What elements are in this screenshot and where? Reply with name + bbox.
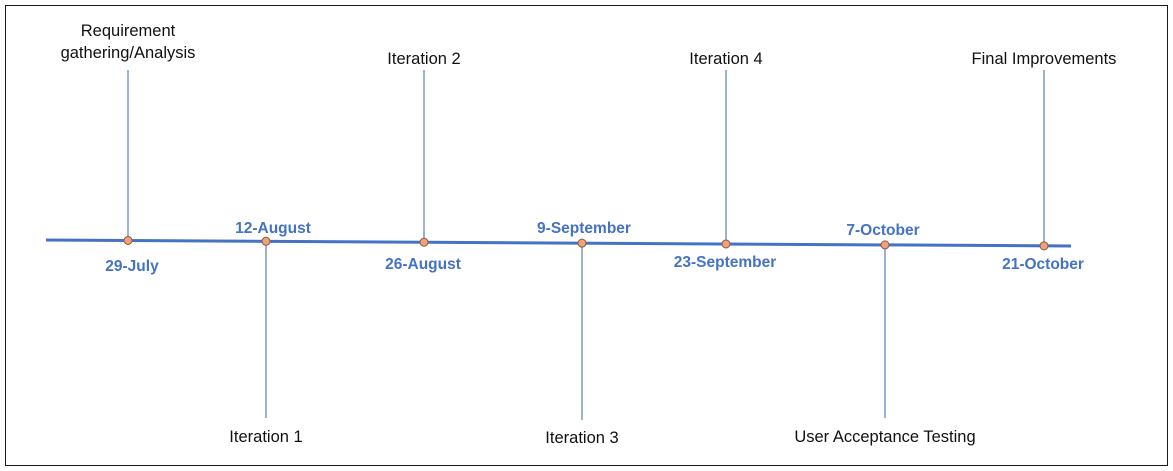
milestone-label-line: Iteration 4 bbox=[689, 50, 762, 68]
milestone-label-line: Iteration 1 bbox=[229, 428, 302, 446]
milestone-date: 7-October bbox=[846, 222, 919, 239]
milestone-label: Iteration 3 bbox=[545, 429, 618, 447]
milestone-label-line: User Acceptance Testing bbox=[794, 428, 975, 446]
milestone-marker bbox=[419, 237, 429, 247]
timeline-axis bbox=[45, 238, 1072, 248]
milestone-label: Final Improvements bbox=[972, 50, 1117, 68]
milestone-marker bbox=[577, 238, 587, 248]
milestone-date: 21-October bbox=[1002, 256, 1084, 273]
milestone-label: Iteration 2 bbox=[387, 50, 460, 68]
milestone-date: 23-September bbox=[674, 254, 777, 271]
milestone-label-line: Iteration 2 bbox=[387, 50, 460, 68]
milestone-label-line: Iteration 3 bbox=[545, 429, 618, 447]
milestone-marker bbox=[880, 240, 890, 250]
milestone-label: Requirement gathering/Analysis bbox=[61, 22, 196, 62]
milestone-date: 29-July bbox=[105, 258, 159, 275]
milestone-date: 12-August bbox=[235, 220, 311, 237]
milestone-date: 26-August bbox=[385, 256, 461, 273]
milestone-marker bbox=[1039, 241, 1049, 251]
milestone-marker bbox=[261, 236, 271, 246]
milestone-date: 9-September bbox=[537, 220, 631, 237]
milestone-marker bbox=[721, 239, 731, 249]
milestone-label: User Acceptance Testing bbox=[794, 428, 975, 446]
milestone-label: Iteration 1 bbox=[229, 428, 302, 446]
milestone-label-line: gathering/Analysis bbox=[61, 44, 196, 62]
milestone-marker bbox=[123, 235, 133, 245]
milestone-label-line: Requirement bbox=[81, 22, 176, 40]
milestone-label-line: Final Improvements bbox=[972, 50, 1117, 68]
milestone-label: Iteration 4 bbox=[689, 50, 762, 68]
timeline-frame bbox=[5, 5, 1168, 466]
